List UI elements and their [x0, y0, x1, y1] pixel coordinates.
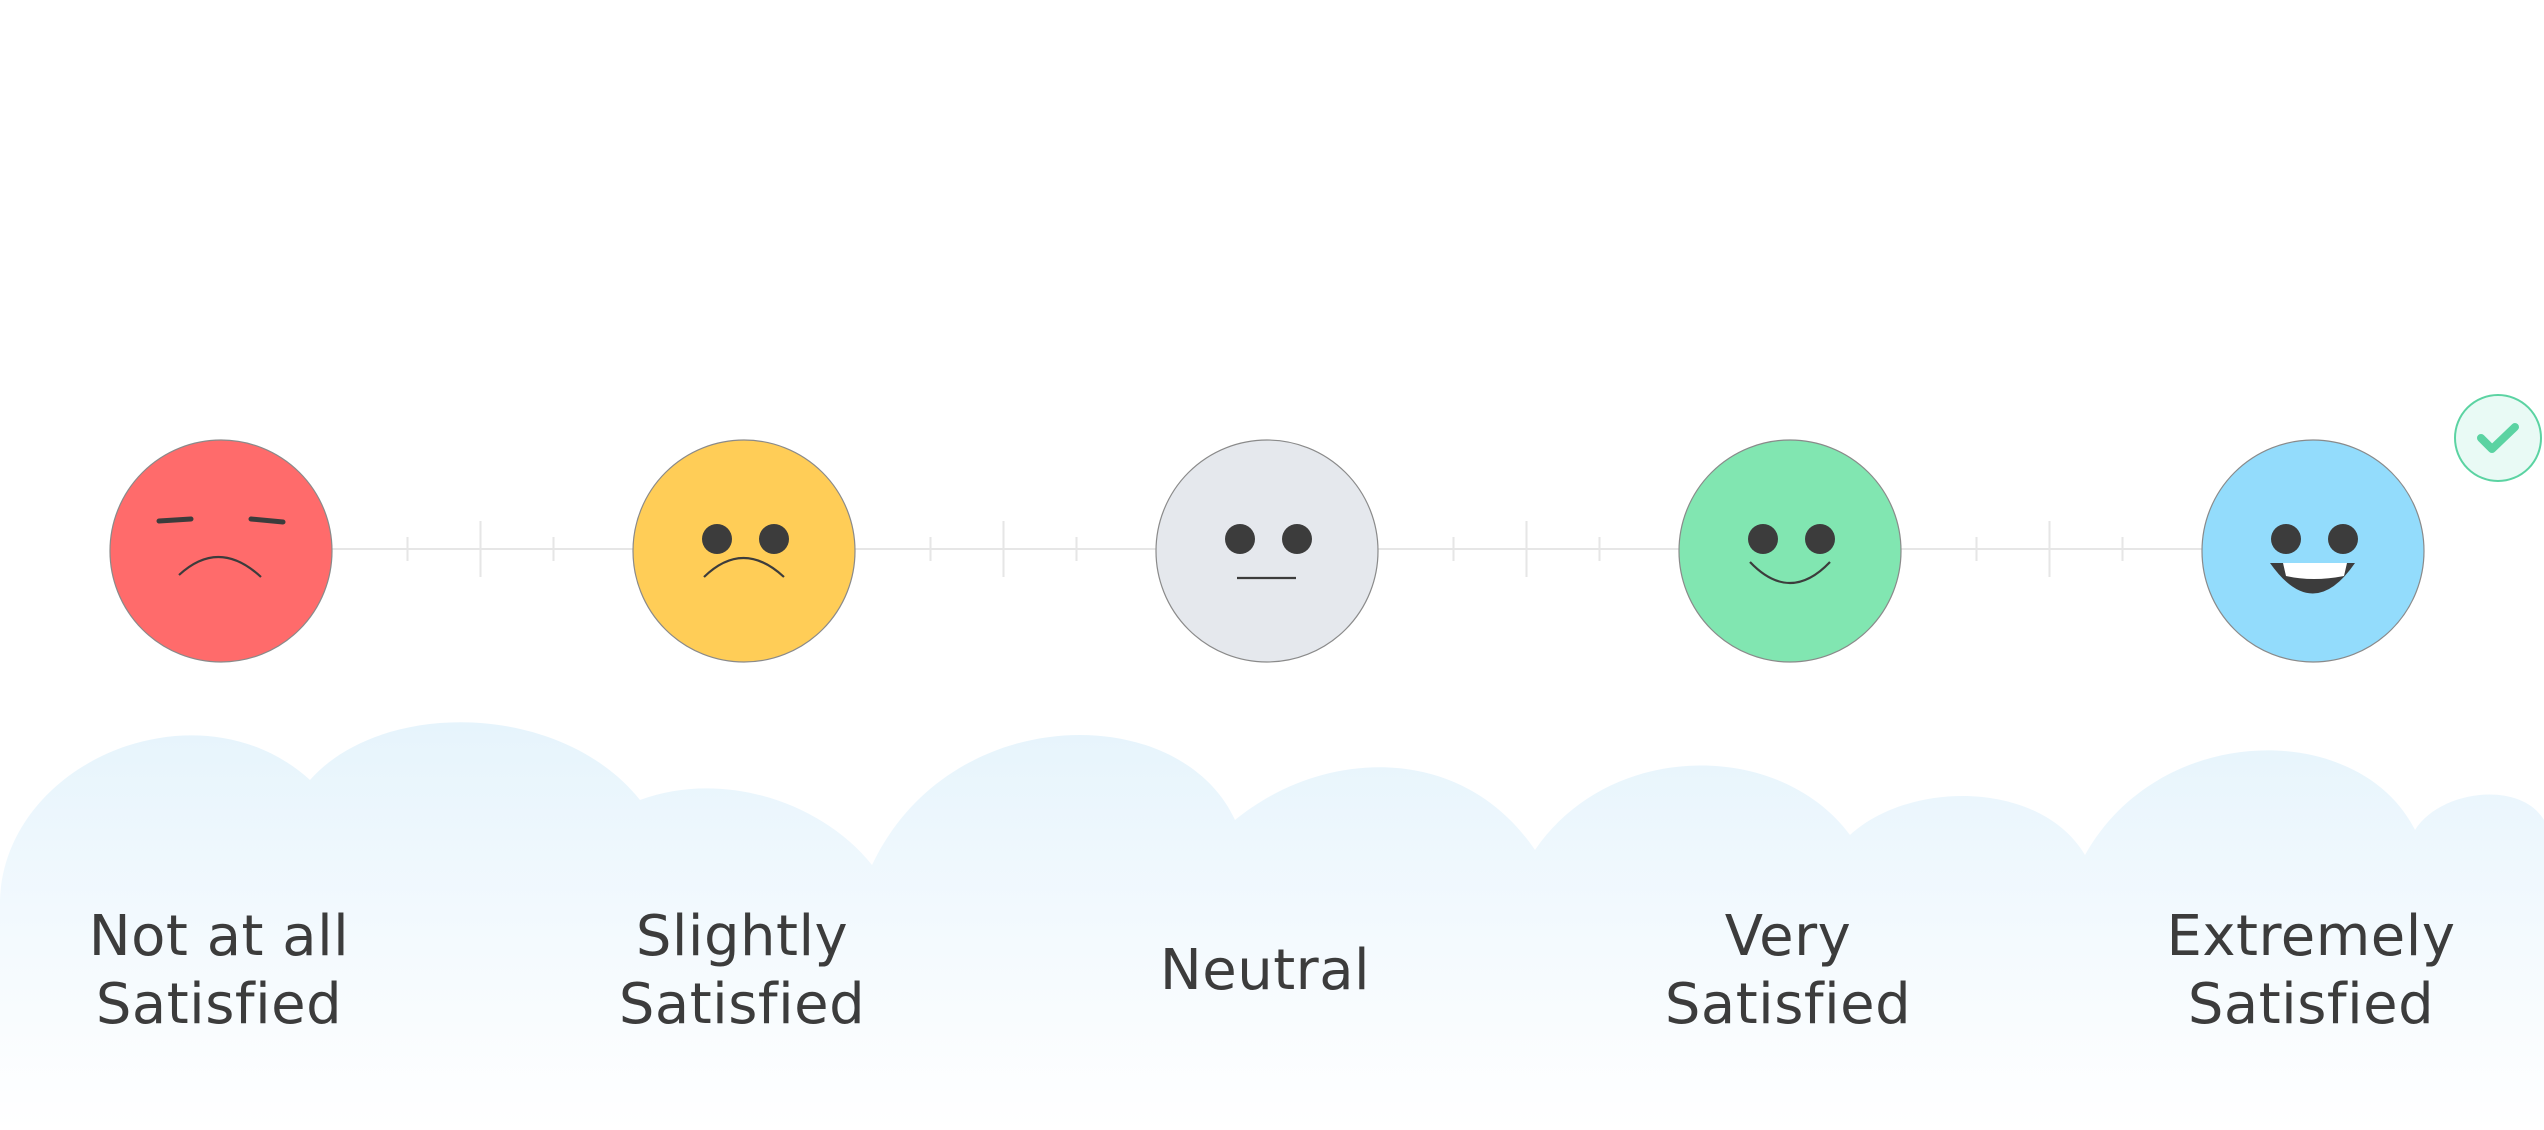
label-line-1: Not at all — [88, 904, 350, 969]
label-line-2: Satisfied — [95, 972, 343, 1037]
label-line-2: Satisfied — [2187, 972, 2435, 1037]
label-line-2: Satisfied — [618, 972, 866, 1037]
label-line-1 — [1085, 903, 1445, 937]
extremely-satisfied-button[interactable] — [2198, 436, 2425, 663]
sad-face-icon — [632, 439, 856, 663]
label-line-1: Slightly — [635, 904, 849, 969]
neutral-label: Neutral — [1085, 903, 1445, 1005]
cloud-background — [0, 722, 2544, 1130]
very-satisfied-button[interactable] — [1675, 436, 1902, 663]
grinning-face-icon — [2201, 439, 2425, 663]
neutral-face-icon — [1155, 439, 1379, 663]
smiling-face-icon — [1678, 439, 1902, 663]
frowning-face-icon — [109, 439, 333, 663]
label-line-1: Extremely — [2166, 904, 2456, 969]
not-at-all-satisfied-button[interactable] — [106, 436, 333, 663]
label-line-2: Satisfied — [1664, 972, 1912, 1037]
label-line-2: Neutral — [1159, 938, 1371, 1003]
label-line-1: Very — [1724, 904, 1852, 969]
slightly-satisfied-button[interactable] — [629, 436, 856, 663]
neutral-button[interactable] — [1152, 436, 1379, 663]
